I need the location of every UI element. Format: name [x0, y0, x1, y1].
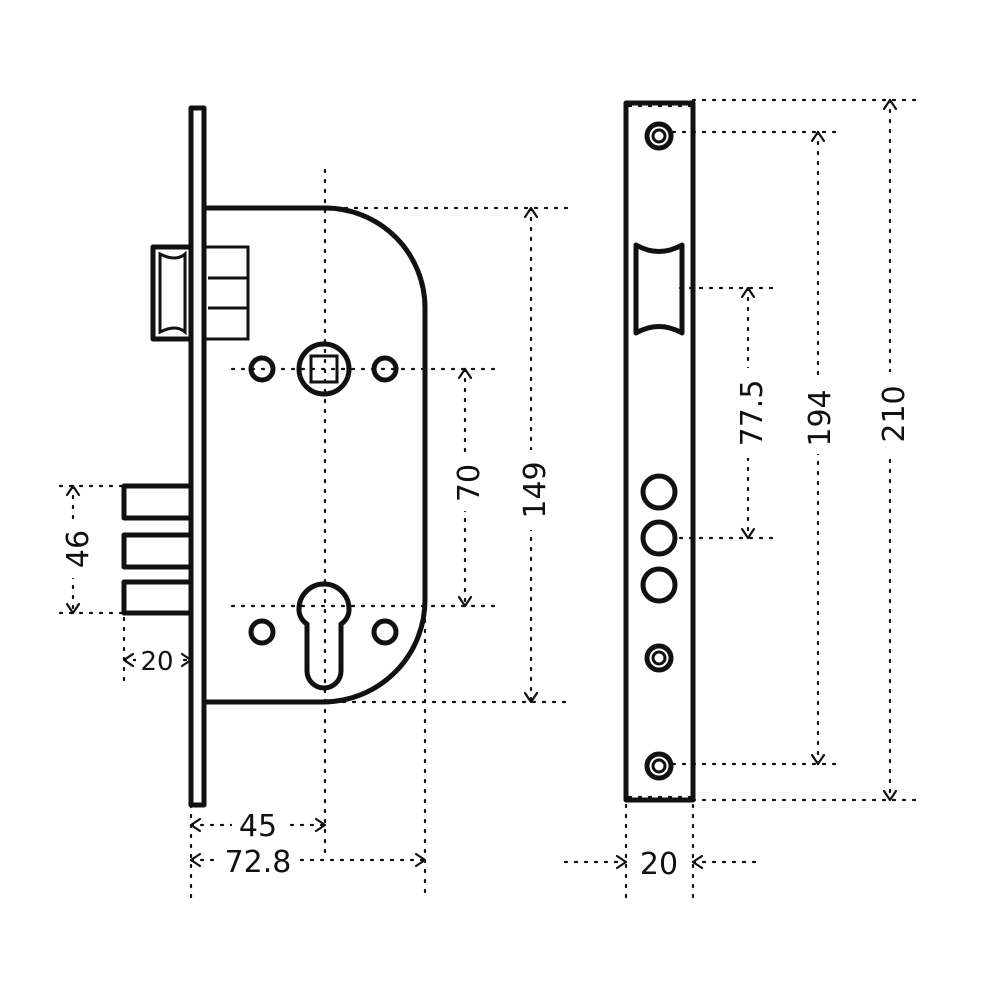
bolt-hole-3 [640, 566, 678, 604]
bolt-hole-2 [640, 519, 678, 557]
dim-label-194: 194 [803, 389, 838, 446]
top-screw [644, 121, 674, 151]
side-faceplate [188, 105, 207, 808]
front-faceplate [623, 100, 696, 803]
dim-faceplate-height: 210 [691, 98, 922, 802]
dim-label-210: 210 [877, 385, 912, 442]
dim-label-46: 46 [61, 530, 96, 568]
dim-label-77-5: 77.5 [735, 380, 770, 447]
dim-label-149: 149 [518, 461, 553, 518]
side-view: 46 20 70 149 [58, 105, 570, 902]
dim-case-depth: 72.8 [189, 598, 427, 902]
dim-case-height: 149 [321, 206, 570, 704]
dim-screw-spacing: 194 [671, 130, 840, 766]
latch-bolt [150, 244, 250, 342]
dim-bolt-throw: 20 [122, 616, 193, 687]
dim-backset: 45 [189, 803, 327, 902]
dim-label-20-side: 20 [140, 647, 173, 677]
dead-bolts [121, 483, 191, 616]
dim-handle-cylinder: 70 [450, 367, 487, 608]
dim-label-45: 45 [239, 809, 277, 844]
dim-bolt-spacing: 46 [58, 484, 126, 615]
front-view: 77.5 194 210 20 [563, 98, 922, 902]
dim-label-70: 70 [452, 464, 487, 502]
dim-latch-cylinder: 77.5 [678, 286, 782, 540]
bolt-hole-1 [640, 473, 678, 511]
lock-case [204, 205, 428, 705]
middle-screw [644, 643, 674, 673]
dim-label-72-8: 72.8 [225, 845, 292, 880]
bottom-screw [644, 751, 674, 781]
latch-opening [633, 242, 685, 336]
cylinder-cutout [248, 581, 399, 691]
dim-faceplate-width: 20 [563, 803, 757, 902]
dim-label-20-front: 20 [640, 847, 678, 882]
